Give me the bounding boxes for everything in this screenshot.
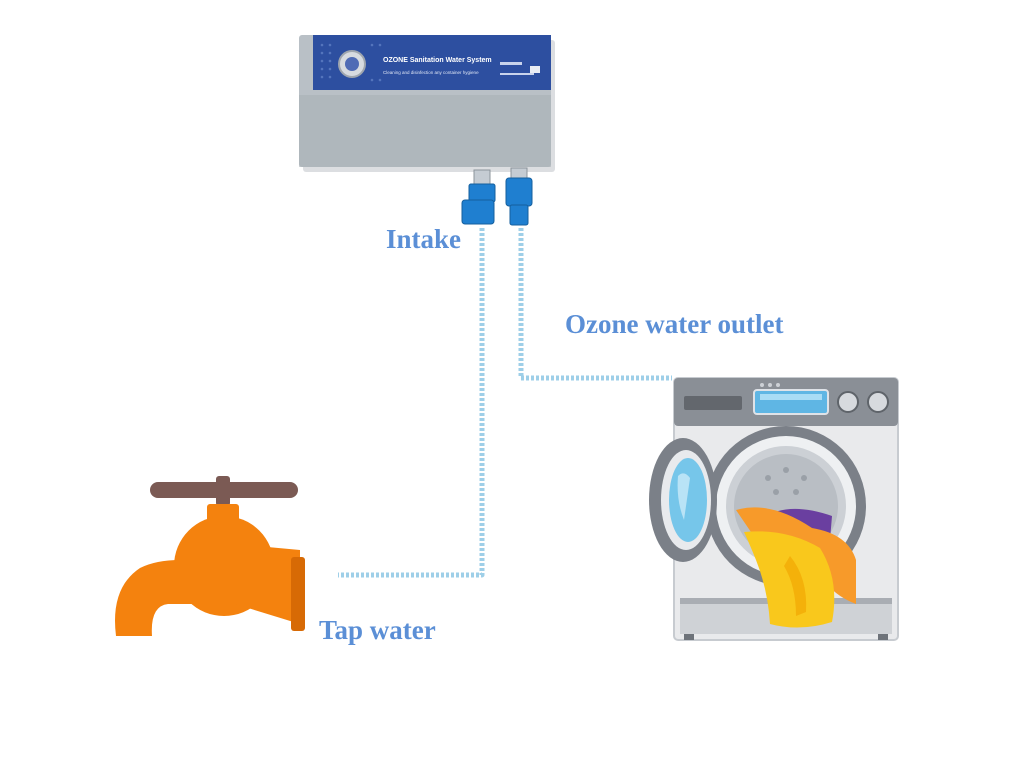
intake-pipe xyxy=(338,228,485,578)
outlet-label: Ozone water outlet xyxy=(565,309,784,339)
device-marking xyxy=(500,62,522,65)
ozone-generator-device: OZONE Sanitation Water System Cleaning a… xyxy=(299,35,555,172)
intake-label: Intake xyxy=(386,224,462,254)
intake-fitting xyxy=(461,169,496,225)
device-indicator xyxy=(530,66,540,73)
device-subtitle: Cleaning and disinfection any container … xyxy=(383,70,479,75)
device-marking xyxy=(500,73,534,75)
device-title: OZONE Sanitation Water System xyxy=(383,57,492,64)
tap-faucet-icon xyxy=(115,476,305,636)
outlet-pipe xyxy=(518,228,672,381)
outlet-fitting xyxy=(505,167,533,226)
washing-machine-icon xyxy=(649,377,899,641)
device-panel-dots xyxy=(320,43,382,82)
tap-water-label: Tap water xyxy=(319,615,436,645)
